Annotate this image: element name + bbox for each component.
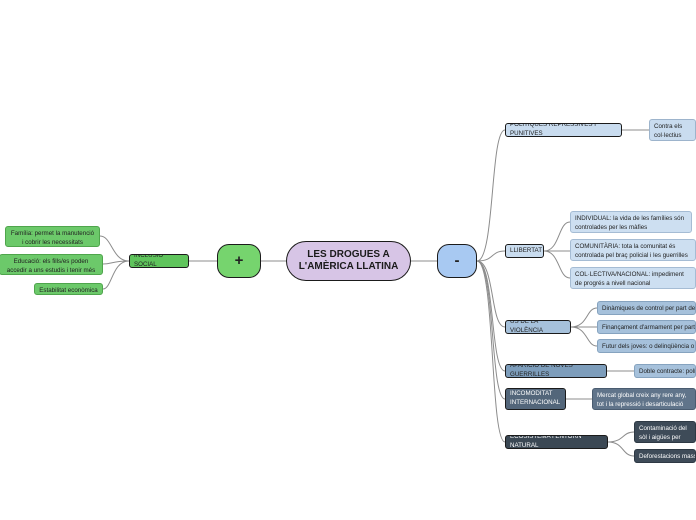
link-minus-llibertat: [476, 250, 506, 262]
central-topic-line1: LES DROGUES A: [307, 248, 390, 260]
central-topic[interactable]: LES DROGUES A L'AMÈRICA LLATINA: [286, 241, 411, 281]
topic-llibertat[interactable]: LLIBERTAT: [505, 244, 544, 258]
topic-us-violencia[interactable]: ÚS DE LA VIOLÈNCIA: [505, 320, 571, 334]
link-llibertat-colectiva: [543, 250, 571, 279]
topic-noves-guerrilles[interactable]: APARICIÓ DE NOVES GUERRILLES: [505, 364, 607, 378]
topic-familia[interactable]: Família: permet la manutenció i cobrir l…: [5, 226, 100, 247]
topic-ecosistema[interactable]: ECOSISTEMA I ENTORN NATURAL: [505, 435, 608, 449]
topic-contaminacio[interactable]: Contaminació del sòl i aigües per produc…: [634, 421, 696, 443]
topic-doble-contracte[interactable]: Doble contracte: polític i econòmic: [634, 364, 696, 378]
topic-colectiva[interactable]: COL·LECTIVA/NACIONAL: impediment de prog…: [570, 267, 696, 289]
topic-educacio[interactable]: Educació: els fills/es poden accedir a u…: [0, 254, 103, 275]
link-ecosistema-c1: [607, 431, 635, 443]
topic-individual[interactable]: INDIVIDUAL: la vida de les famílies són …: [570, 211, 692, 233]
topic-contra-colectius[interactable]: Contra els col·lectius socials més vulne…: [649, 119, 696, 141]
link-minus-politiques: [476, 129, 506, 262]
link-inclusio-familia: [99, 235, 130, 262]
topic-estabilitat[interactable]: Estabilitat econòmica: [34, 283, 103, 295]
topic-dinamiques-control[interactable]: Dinàmiques de control per part de les mà…: [597, 301, 696, 315]
central-topic-line2: L'AMÈRICA LLATINA: [298, 261, 399, 272]
topic-futur-joves[interactable]: Futur dels joves: o delinqüència o mort: [597, 339, 696, 353]
link-llibertat-individual: [543, 221, 571, 252]
negative-branch[interactable]: -: [437, 244, 477, 278]
topic-comunitaria[interactable]: COMUNITÀRIA: tota la comunitat és contro…: [570, 239, 696, 261]
link-minus-ecosistema: [476, 260, 506, 443]
topic-politiques-repressives[interactable]: POLÍTIQUES REPRESSIVES I PUNITIVES: [505, 123, 622, 137]
topic-incomoditat-internacional[interactable]: INCOMODITAT INTERNACIONAL: [505, 388, 566, 410]
topic-mercat-global[interactable]: Mercat global creix any rere any, tot i …: [592, 388, 696, 410]
topic-financament-armament[interactable]: Finançament d'armament per part del narc…: [597, 320, 696, 334]
link-minus-violencia: [476, 260, 506, 328]
link-violencia-c1: [570, 307, 598, 328]
topic-deforestacions[interactable]: Deforestacions massives: [634, 449, 696, 463]
link-ecosistema-c2: [607, 441, 635, 457]
positive-branch[interactable]: +: [217, 244, 261, 278]
topic-inclusio-social[interactable]: INCLUSIÓ SOCIAL: [129, 254, 189, 268]
link-inclusio-estabilitat: [102, 260, 130, 290]
link-violencia-c3: [570, 326, 598, 347]
